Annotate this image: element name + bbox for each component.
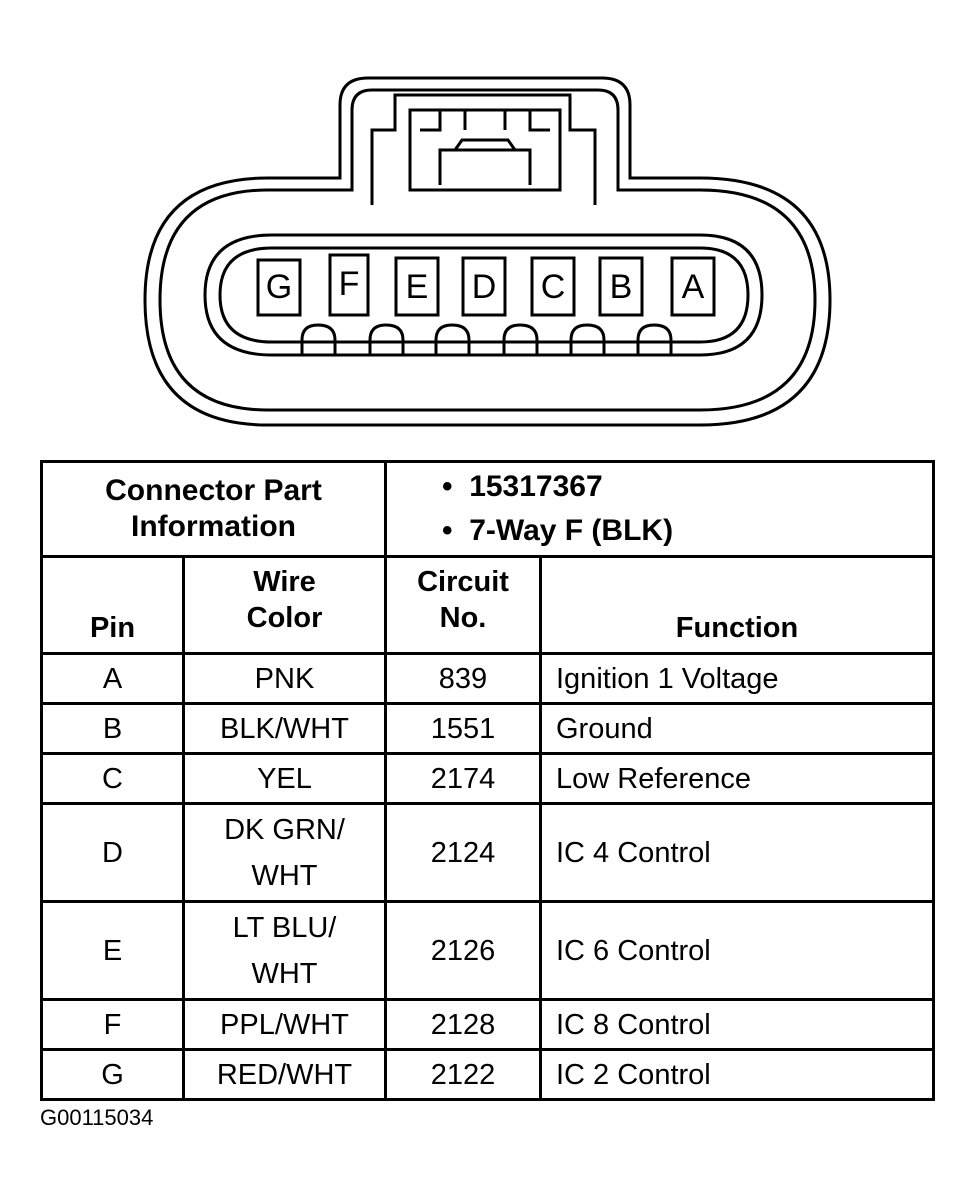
connector-outer-shell — [143, 76, 832, 427]
table-row: B BLK/WHT 1551 Ground — [40, 702, 936, 755]
pin-cell: D — [40, 802, 185, 903]
function-cell: IC 8 Control — [538, 998, 936, 1051]
function-cell: IC 6 Control — [538, 900, 936, 1001]
circuit-cell: 2124 — [384, 802, 542, 903]
table-row: F PPL/WHT 2128 IC 8 Control — [40, 998, 936, 1051]
pin-letter-F: F — [339, 265, 360, 303]
connector-part-info-header: Connector Part Information — [40, 460, 387, 558]
function-cell: IC 4 Control — [538, 802, 936, 903]
table-row: C YEL 2174 Low Reference — [40, 752, 936, 805]
description-item: • 7-Way F (BLK) — [442, 514, 674, 547]
pin-cell: B — [40, 702, 185, 755]
circuit-header-text: Circuit No. — [417, 566, 509, 634]
figure-id: G00115034 — [40, 1105, 154, 1130]
keying-bumps — [300, 323, 673, 355]
pin-letter-D: D — [472, 268, 497, 306]
table-row: G RED/WHT 2122 IC 2 Control — [40, 1048, 936, 1101]
col-header-wire-color: Wire Color — [182, 555, 387, 655]
circuit-cell: 2126 — [384, 900, 542, 1001]
function-cell: IC 2 Control — [538, 1048, 936, 1101]
table-row: E LT BLU/ WHT 2126 IC 6 Control — [40, 900, 936, 1001]
pin-letter-B: B — [610, 268, 633, 306]
pin-D — [461, 256, 507, 317]
wire-color-header-text: Wire Color — [246, 566, 323, 634]
part-number: 15317367 — [469, 470, 603, 503]
pin-letter-E: E — [406, 268, 429, 306]
pin-E — [394, 256, 440, 317]
connector-latch — [370, 93, 597, 205]
pin-cell: F — [40, 998, 185, 1051]
pin-G — [256, 258, 302, 317]
function-cell: Ignition 1 Voltage — [538, 652, 936, 705]
pin-cell: A — [40, 652, 185, 705]
wire-color-cell: BLK/WHT — [182, 702, 387, 755]
info-header-label: Connector Part Information — [105, 474, 322, 543]
part-description: 7-Way F (BLK) — [469, 514, 674, 547]
wire-color-text: DK GRN/ WHT — [224, 813, 345, 892]
column-header-row: Pin Wire Color Circuit No. Function — [40, 555, 936, 655]
function-cell: Low Reference — [538, 752, 936, 805]
pin-A — [670, 256, 716, 317]
pin-C — [530, 256, 576, 317]
wire-color-text: LT BLU/ WHT — [232, 911, 337, 990]
pin-cell: E — [40, 900, 185, 1001]
pin-letter-C: C — [541, 268, 566, 306]
wire-color-cell: PPL/WHT — [182, 998, 387, 1051]
wire-color-cell: PNK — [182, 652, 387, 705]
wire-color-cell: LT BLU/ WHT — [182, 900, 387, 1001]
table-row: D DK GRN/ WHT 2124 IC 4 Control — [40, 802, 936, 903]
pin-cell: C — [40, 752, 185, 805]
pin-F — [328, 253, 370, 317]
col-header-circuit-no: Circuit No. — [384, 555, 542, 655]
circuit-cell: 2128 — [384, 998, 542, 1051]
function-cell: Ground — [538, 702, 936, 755]
connector-info-table: Connector Part Information • 15317367 • … — [40, 460, 936, 1101]
pin-cavity — [203, 233, 764, 357]
table-info-row: Connector Part Information • 15317367 • … — [40, 460, 936, 558]
part-number-item: • 15317367 — [442, 470, 603, 503]
circuit-cell: 2122 — [384, 1048, 542, 1101]
pin-letter-A: A — [682, 268, 705, 306]
part-info-list: • 15317367 • 7-Way F (BLK) — [383, 460, 936, 558]
pin-B — [598, 256, 644, 317]
circuit-cell: 2174 — [384, 752, 542, 805]
table-row: A PNK 839 Ignition 1 Voltage — [40, 652, 936, 705]
circuit-cell: 1551 — [384, 702, 542, 755]
connector-inner-shell — [158, 88, 817, 412]
pin-cell: G — [40, 1048, 185, 1101]
wire-color-cell: DK GRN/ WHT — [182, 802, 387, 903]
circuit-cell: 839 — [384, 652, 542, 705]
wire-color-cell: RED/WHT — [182, 1048, 387, 1101]
col-header-pin: Pin — [40, 555, 185, 655]
pin-letter-G: G — [266, 268, 292, 306]
wire-color-cell: YEL — [182, 752, 387, 805]
connector-face-diagram: G F E D C B A — [143, 76, 832, 427]
col-header-function: Function — [538, 555, 936, 655]
